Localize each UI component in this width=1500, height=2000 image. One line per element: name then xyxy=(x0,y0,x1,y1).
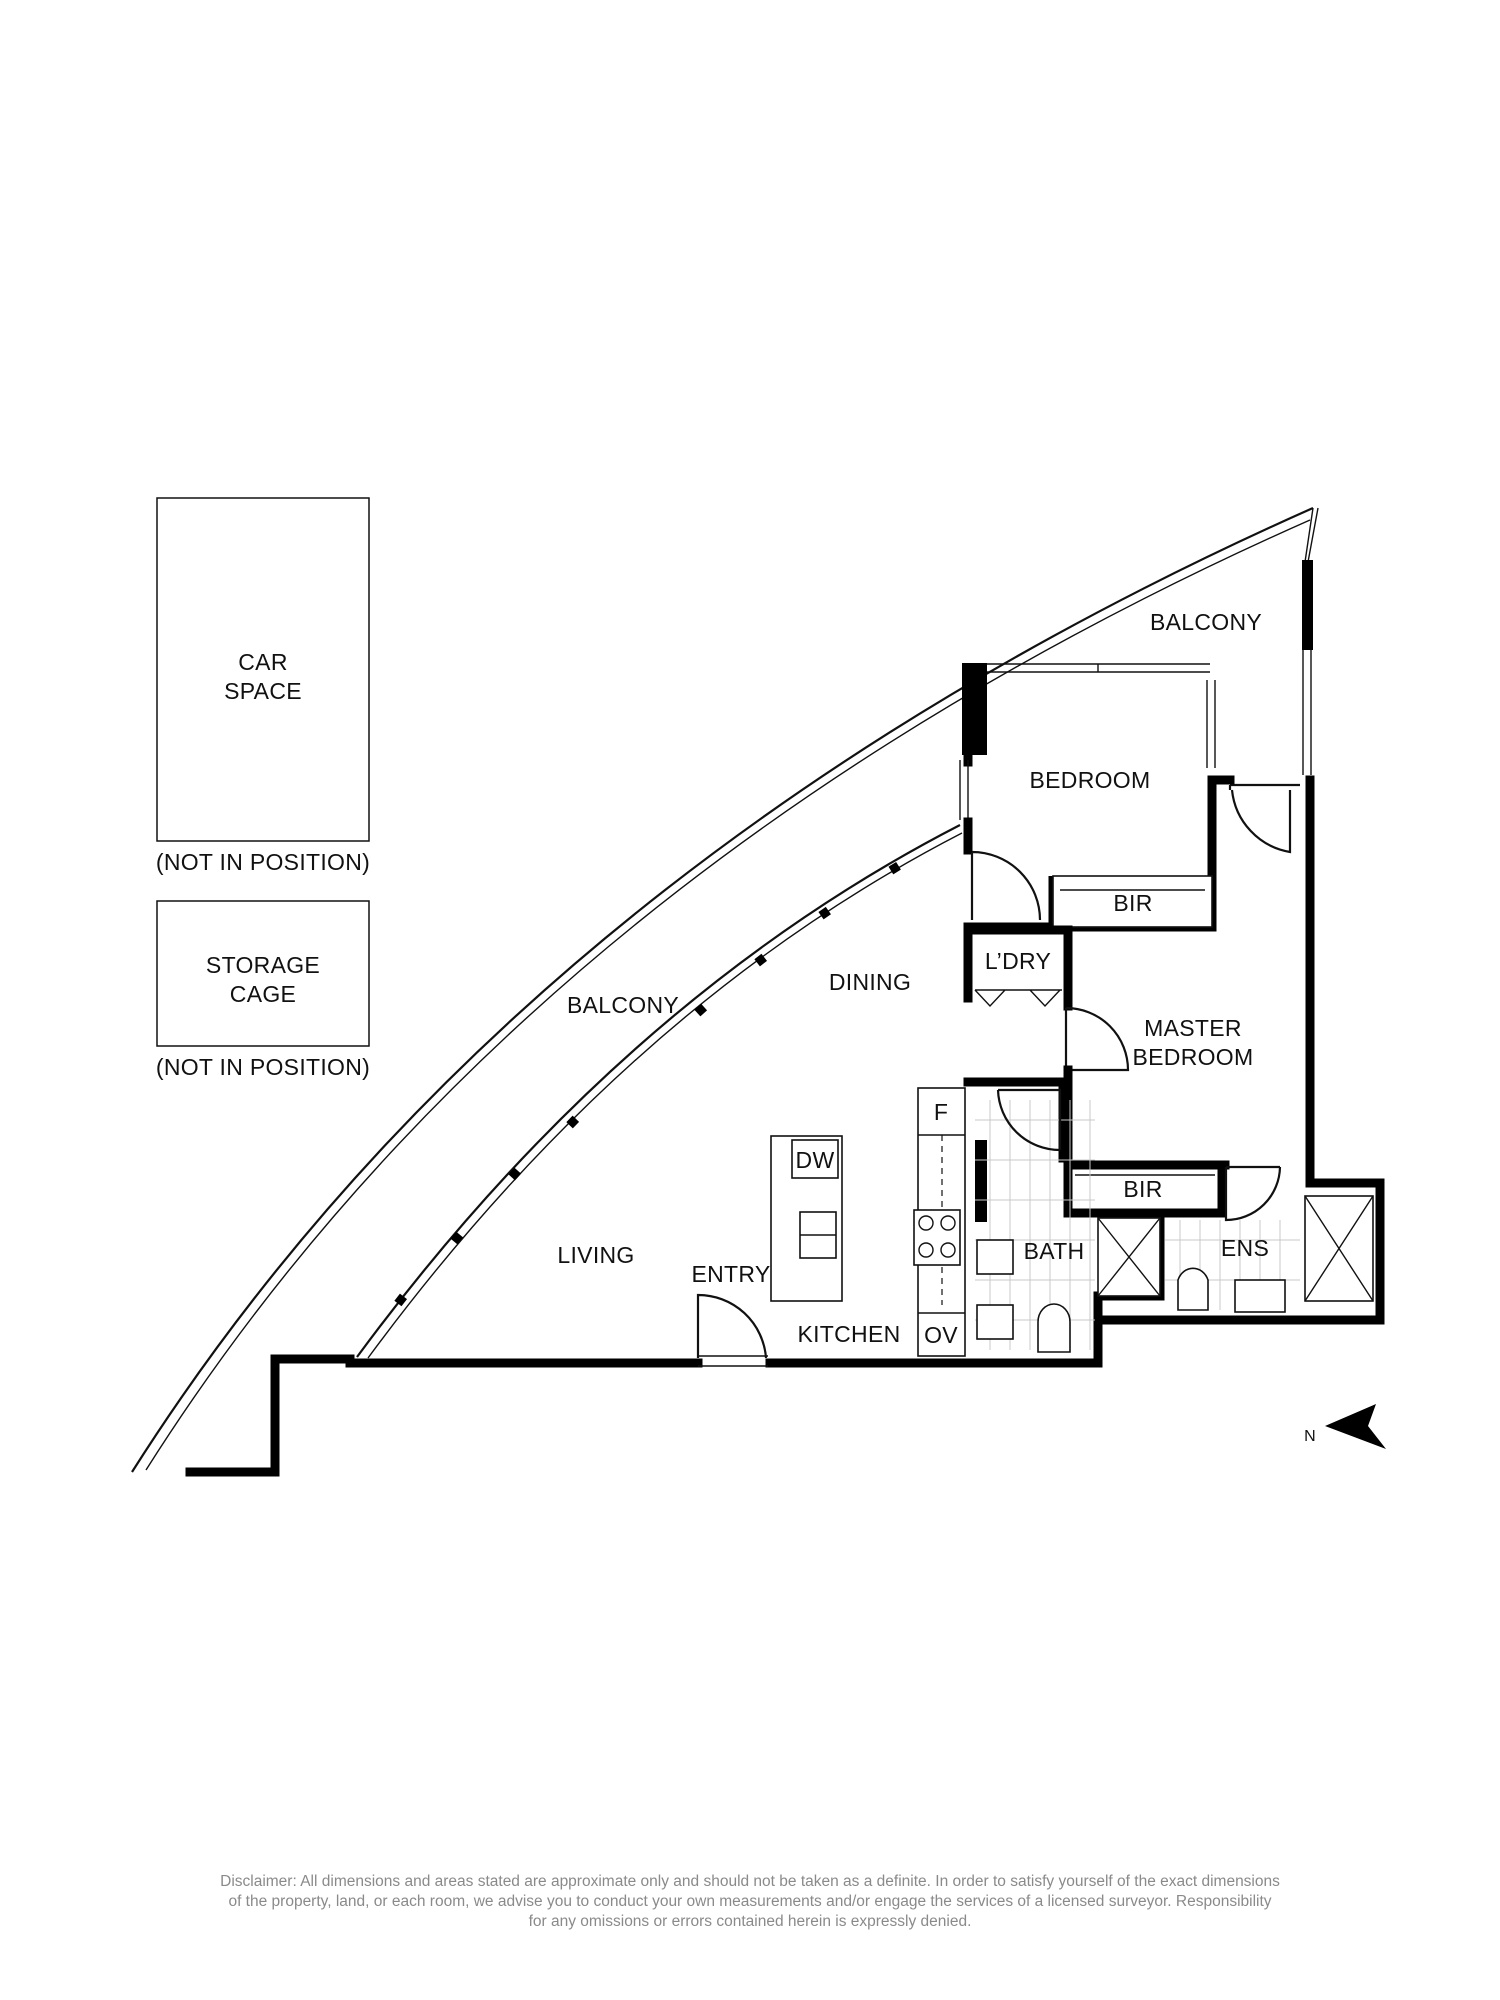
bath-wall-block xyxy=(975,1140,987,1222)
disclaimer: Disclaimer: All dimensions and areas sta… xyxy=(150,1872,1350,1932)
balcony-main-label: BALCONY xyxy=(567,992,679,1018)
bedroom-bir xyxy=(1052,875,1213,928)
storage-cage-outline xyxy=(156,900,370,1047)
window-mullions xyxy=(394,861,901,1307)
bath-walls xyxy=(963,1077,1068,1163)
ensuite-shower-cross xyxy=(1304,1195,1374,1302)
disclaimer-line-1: Disclaimer: All dimensions and areas sta… xyxy=(220,1873,1280,1890)
bath-door xyxy=(996,1088,1062,1152)
storage-cage-note: (NOT IN POSITION) xyxy=(156,1054,370,1080)
bedroom-top-window xyxy=(987,663,1210,673)
bedroom-label: BEDROOM xyxy=(1030,767,1151,793)
oven-label: OV xyxy=(924,1322,958,1348)
dining-label: DINING xyxy=(829,969,911,995)
bottom-external-wall-3 xyxy=(765,1178,1385,1368)
balcony-to-master-door xyxy=(1228,783,1300,854)
bath-toilet xyxy=(1037,1303,1071,1353)
car-space-outline xyxy=(156,497,370,842)
laundry-label: L’DRY xyxy=(985,948,1051,974)
bedroom-wall-block xyxy=(962,663,987,755)
master-label-2: BEDROOM xyxy=(1133,1044,1254,1070)
outer-balcony-edge xyxy=(131,506,1314,1473)
bedroom-bir-label: BIR xyxy=(1113,890,1152,916)
master-label-1: MASTER xyxy=(1144,1015,1242,1041)
top-balcony-glass-edge xyxy=(1304,507,1319,563)
bedroom-left-window xyxy=(959,760,969,820)
north-label: N xyxy=(1304,1428,1316,1445)
master-door xyxy=(1064,1006,1130,1072)
living-label: LIVING xyxy=(557,1242,634,1268)
storage-cage-label-1: STORAGE xyxy=(206,952,320,978)
master-bottom-wall xyxy=(1063,1160,1227,1218)
ensuite-label: ENS xyxy=(1221,1235,1269,1261)
bath-label: BATH xyxy=(1024,1238,1085,1264)
cooktop-icon xyxy=(913,1209,961,1266)
top-balcony-side-glass xyxy=(1302,650,1312,775)
kitchen-label: KITCHEN xyxy=(797,1321,900,1347)
bath-shower-cross xyxy=(1097,1217,1161,1297)
car-space-label-1: CAR xyxy=(238,649,287,675)
ensuite-toilet xyxy=(1177,1267,1209,1311)
dishwasher xyxy=(791,1139,839,1179)
entry-door xyxy=(696,1293,768,1359)
storage-cage-label-2: CAGE xyxy=(230,981,296,1007)
dishwasher-label: DW xyxy=(796,1147,835,1173)
living-curved-window xyxy=(356,824,961,1358)
bedroom-right-window xyxy=(1206,680,1216,768)
entry-label: ENTRY xyxy=(691,1261,770,1287)
north-arrow-icon xyxy=(1325,1404,1386,1449)
laundry-bifold-doors xyxy=(974,989,1062,1008)
bottom-external-wall xyxy=(185,1354,355,1477)
ensuite-vanity xyxy=(1234,1279,1286,1313)
bedroom-door xyxy=(970,850,1042,921)
car-space-label-2: SPACE xyxy=(224,678,302,704)
outer-balcony-edge-inner xyxy=(145,519,1311,1471)
disclaimer-line-3: for any omissions or errors contained he… xyxy=(528,1913,972,1930)
bath-vanity-1 xyxy=(976,1239,1014,1275)
fridge-label: F xyxy=(934,1099,948,1125)
laundry-walls xyxy=(963,925,1073,998)
entry-threshold xyxy=(698,1355,768,1367)
disclaimer-line-2: of the property, land, or each room, we … xyxy=(228,1893,1272,1910)
bath-vanity-2 xyxy=(976,1304,1014,1340)
master-bir-label: BIR xyxy=(1123,1176,1162,1202)
ensuite-door xyxy=(1224,1165,1282,1222)
balcony-top-label: BALCONY xyxy=(1150,609,1262,635)
living-curved-window-inner xyxy=(367,832,963,1359)
car-space-note: (NOT IN POSITION) xyxy=(156,849,370,875)
top-balcony-column xyxy=(1302,560,1313,650)
